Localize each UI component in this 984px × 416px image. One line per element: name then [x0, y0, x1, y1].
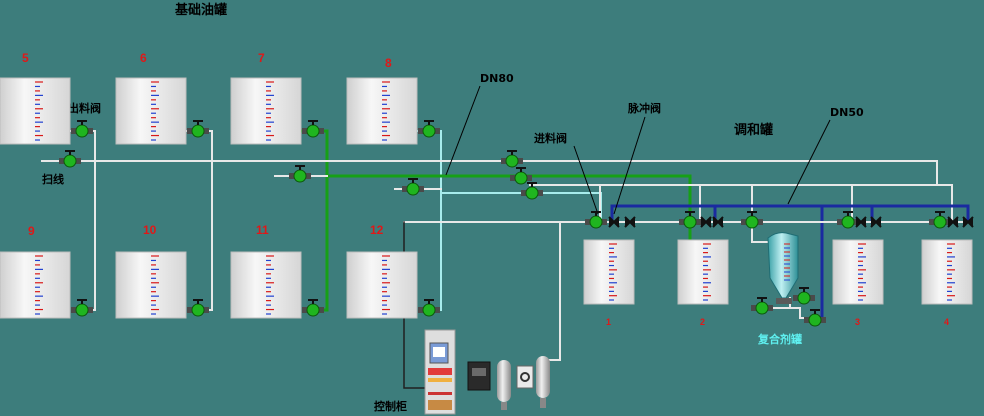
tank-number-5: 5 [22, 51, 29, 65]
tank-number-7: 7 [258, 51, 265, 65]
valves [59, 120, 974, 327]
gate-valve-icon[interactable] [793, 287, 815, 305]
gate-valve-icon[interactable] [71, 120, 93, 138]
base-tank-11[interactable] [230, 251, 302, 319]
ball-valve-icon[interactable] [700, 216, 712, 228]
gate-valve-icon[interactable] [59, 150, 81, 168]
inlet-valve-label: 进料阀 [534, 131, 567, 145]
tank-number-9: 9 [28, 224, 35, 238]
gate-valve-icon[interactable] [302, 299, 324, 317]
gas-cylinder-icon [497, 356, 550, 410]
base-tank-7[interactable] [230, 77, 302, 145]
gate-valve-icon[interactable] [510, 167, 532, 185]
ball-valve-icon[interactable] [962, 216, 974, 228]
ball-valve-icon[interactable] [855, 216, 867, 228]
gate-valve-icon[interactable] [929, 211, 951, 229]
ball-valve-icon[interactable] [712, 216, 724, 228]
gate-valve-icon[interactable] [837, 211, 859, 229]
blend-tank-4[interactable] [921, 239, 973, 305]
pipe-sweep-header [41, 160, 938, 186]
outlet-valve-label: 出料阀 [68, 101, 101, 115]
pipe-outlet-8-12-cyan [417, 130, 442, 311]
tank-number-6: 6 [140, 51, 147, 65]
base-tank-8[interactable] [346, 77, 418, 145]
pipe-outlet-6-10 [186, 130, 213, 311]
conical-tank-icon[interactable] [767, 232, 799, 304]
gate-valve-icon[interactable] [751, 297, 773, 315]
tank-number-8: 8 [385, 56, 392, 70]
base-tank-10[interactable] [115, 251, 187, 319]
tank-number-12: 12 [370, 223, 384, 237]
gate-valve-icon[interactable] [302, 120, 324, 138]
gate-valve-icon[interactable] [679, 211, 701, 229]
compound-tank-label: 复合剂罐 [757, 332, 802, 346]
gate-valve-icon[interactable] [501, 150, 523, 168]
gate-valve-icon[interactable] [804, 309, 826, 327]
gate-valve-icon[interactable] [289, 165, 311, 183]
tank-number-11: 11 [256, 223, 269, 237]
base-tank-6[interactable] [115, 77, 187, 145]
ball-valve-icon[interactable] [947, 216, 959, 228]
gate-valve-icon[interactable] [187, 120, 209, 138]
ball-valve-icon[interactable] [870, 216, 882, 228]
base-tank-title: 基础油罐 [174, 2, 227, 18]
control-cabinet-icon[interactable] [424, 329, 456, 415]
blend-number-3: 3 [855, 317, 860, 327]
blend-tank-1[interactable] [583, 239, 635, 305]
pipes [41, 129, 970, 389]
control-cabinet-label: 控制柜 [374, 399, 407, 413]
control-device-icon [467, 361, 534, 391]
blend-number-1: 1 [606, 317, 611, 327]
blend-tank-3[interactable] [832, 239, 884, 305]
ball-valve-icon[interactable] [624, 216, 636, 228]
blend-tank-title: 调和罐 [734, 122, 773, 138]
blend-number-2: 2 [700, 317, 705, 327]
dn80-label: DN80 [480, 72, 514, 85]
gate-valve-icon[interactable] [741, 211, 763, 229]
pulse-valve-label: 脉冲阀 [627, 101, 661, 115]
blend-number-4: 4 [944, 317, 949, 327]
ball-valve-icon[interactable] [608, 216, 620, 228]
gate-valve-icon[interactable] [418, 299, 440, 317]
gate-valve-icon[interactable] [418, 120, 440, 138]
base-tank-12[interactable] [346, 251, 418, 319]
gate-valve-icon[interactable] [71, 299, 93, 317]
gate-valve-icon[interactable] [187, 299, 209, 317]
dn50-label: DN50 [830, 106, 864, 119]
base-tank-5[interactable] [0, 77, 71, 145]
tank-number-10: 10 [143, 223, 157, 237]
pipe-outlet-7-11-green [300, 129, 329, 312]
base-tank-9[interactable] [0, 251, 71, 319]
gate-valve-icon[interactable] [585, 211, 607, 229]
gate-valve-icon[interactable] [521, 182, 543, 200]
pipe-blue-header [610, 204, 970, 224]
dn80-leader [445, 85, 481, 176]
gate-valve-icon[interactable] [402, 178, 424, 196]
sweep-line-label: 扫线 [42, 172, 64, 186]
blend-tank-2[interactable] [677, 239, 729, 305]
pipe-cyan-header [440, 192, 602, 221]
